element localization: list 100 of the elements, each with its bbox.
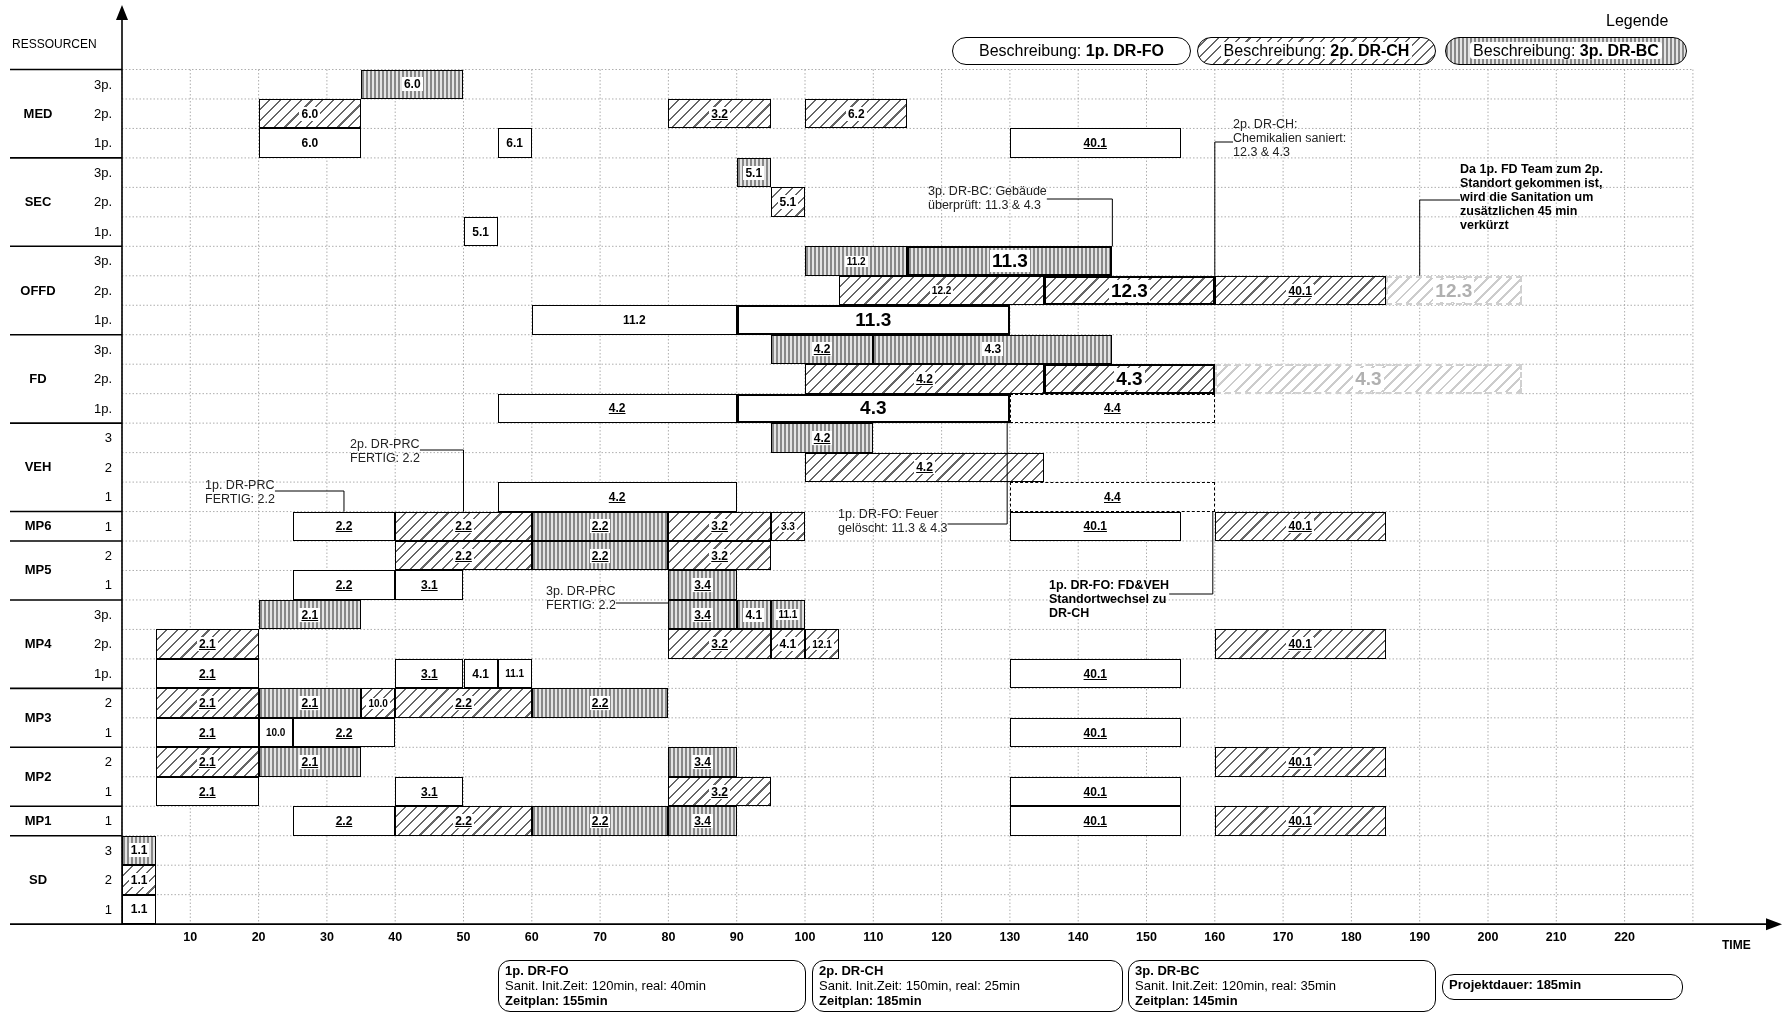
- row-label: 3: [103, 430, 112, 446]
- task-bar: 5.1: [770, 187, 805, 217]
- resource-label: SEC: [23, 194, 53, 210]
- task-bar: 2.1: [156, 688, 259, 718]
- summary-box: [498, 960, 806, 1012]
- tick-label: 170: [1272, 930, 1294, 944]
- tick-label: 20: [251, 930, 266, 944]
- task-bar: 5.1: [463, 216, 498, 247]
- resource-label: SD: [27, 871, 49, 887]
- summary-text: Zeitplan: 145min: [1135, 993, 1239, 1008]
- axis-title: RESSOURCEN: [12, 37, 97, 51]
- task-bar: 4.3: [736, 393, 1010, 424]
- task-bar: 4.2: [497, 482, 737, 512]
- row-label: 2: [103, 872, 112, 888]
- task-bar: 2.1: [156, 717, 259, 748]
- row-label: 3: [103, 842, 112, 858]
- task-bar: 3.2: [668, 776, 771, 807]
- task-bar: 4.2: [770, 334, 874, 365]
- task-bar: 3.1: [395, 658, 464, 689]
- task-bar: 2.1: [156, 629, 259, 659]
- tick-label: 120: [931, 930, 952, 944]
- task-bar: 40.1: [1214, 747, 1386, 777]
- task-bar: 6.0: [361, 69, 464, 99]
- summary-text: Zeitplan: 155min: [505, 993, 609, 1008]
- task-bar: 2.2: [395, 688, 532, 718]
- task-bar: 3.2: [668, 98, 771, 129]
- annotation-text: 1p. DR-PRC FERTIG: 2.2: [205, 478, 300, 506]
- tick-label: 220: [1614, 930, 1635, 944]
- annotation-text: 2p. DR-PRC FERTIG: 2.2: [350, 437, 445, 465]
- task-bar: 4.2: [770, 423, 874, 453]
- task-bar: 12.2: [839, 275, 1045, 306]
- legend-item: Beschreibung: 2p. DR-CH: [1197, 37, 1436, 65]
- annotation-text: 1p. DR-FO: Feuer gelöscht: 11.3 & 4.3: [838, 507, 990, 535]
- task-bar: 3.4: [668, 599, 737, 630]
- row-label: 2: [103, 459, 112, 475]
- task-bar: 2.1: [156, 776, 259, 807]
- resource-label: MP4: [23, 636, 53, 652]
- resource-label: MP2: [23, 768, 53, 784]
- annotation-text: 3p. DR-PRC FERTIG: 2.2: [546, 584, 641, 612]
- task-bar: 11.2: [531, 305, 737, 335]
- task-bar: 10.0: [361, 688, 396, 718]
- task-bar: 6.2: [805, 98, 908, 129]
- task-bar: 2.2: [292, 570, 396, 600]
- tick-label: 130: [999, 930, 1021, 944]
- task-bar: 4.1: [463, 658, 498, 689]
- row-label: 1: [103, 901, 112, 917]
- row-label: 3p.: [92, 76, 112, 92]
- tick-label: 150: [1136, 930, 1157, 944]
- planned-task-bar: 4.4: [1009, 482, 1215, 512]
- task-bar: 2.1: [258, 688, 362, 718]
- row-label: 1: [103, 724, 112, 740]
- task-bar: 3.2: [668, 541, 771, 571]
- resource-label: MP3: [23, 709, 53, 725]
- task-bar: 1.1: [122, 865, 157, 895]
- row-label: 1p.: [92, 223, 112, 239]
- legend-item: Beschreibung: 1p. DR-FO: [952, 37, 1191, 65]
- tick-label: 70: [593, 930, 608, 944]
- task-bar: 40.1: [1214, 629, 1386, 659]
- annotation-text: 1p. DR-FO: FD&VEH Standortwechsel zu DR-CH: [1049, 578, 1184, 620]
- task-bar: 2.2: [395, 511, 532, 541]
- summary-box: [1128, 960, 1436, 1012]
- task-bar: 40.1: [1009, 128, 1181, 158]
- task-bar: 2.2: [531, 511, 669, 541]
- annotation-text: 2p. DR-CH: Chemikalien saniert: 12.3 & 4.3: [1233, 117, 1353, 159]
- task-bar: 11.1: [770, 599, 805, 630]
- row-label: 2p.: [92, 636, 112, 652]
- leader-line: [615, 602, 669, 604]
- task-bar: 2.1: [156, 658, 259, 689]
- row-label: 2p.: [92, 371, 112, 387]
- summary-text: Sanit. Init.Zeit: 120min, real: 40min: [505, 978, 707, 993]
- leader-line: [947, 422, 1008, 525]
- tick-label: 190: [1409, 930, 1431, 944]
- row-label: 1: [103, 518, 112, 534]
- summary-heading: Projektdauer: 185min: [1449, 977, 1583, 992]
- task-bar: 4.1: [770, 629, 805, 659]
- row-label: 1: [103, 577, 112, 593]
- resource-label: MED: [22, 105, 54, 121]
- leader-line: [1168, 511, 1214, 595]
- task-bar: 5.1: [736, 157, 771, 188]
- faded-task-bar: 4.3: [1214, 364, 1523, 394]
- task-bar: 4.2: [805, 364, 1045, 394]
- resource-label: MP5: [23, 562, 53, 578]
- task-bar: 3.3: [770, 511, 805, 541]
- task-bar: 2.2: [395, 541, 532, 571]
- tick-label: 100: [794, 930, 816, 944]
- row-label: 2p.: [92, 194, 112, 210]
- task-bar: 11.1: [497, 658, 532, 689]
- task-bar: 40.1: [1009, 658, 1181, 689]
- task-bar: 2.2: [292, 806, 396, 836]
- task-bar: 3.1: [395, 570, 464, 600]
- leader-line: [1214, 141, 1234, 277]
- annotation-text: Da 1p. FD Team zum 2p. Standort gekommen ist, wird die Sanitation um zusätzlichen 45 min verkürzt: [1460, 162, 1620, 232]
- task-bar: 4.1: [736, 599, 771, 630]
- task-bar: 12.1: [805, 629, 840, 659]
- tick-label: 140: [1067, 930, 1089, 944]
- row-label: 1p.: [92, 135, 112, 151]
- tick-label: 80: [661, 930, 676, 944]
- row-label: 3p.: [92, 341, 112, 357]
- resource-label: FD: [28, 370, 48, 386]
- task-bar: 40.1: [1009, 717, 1181, 748]
